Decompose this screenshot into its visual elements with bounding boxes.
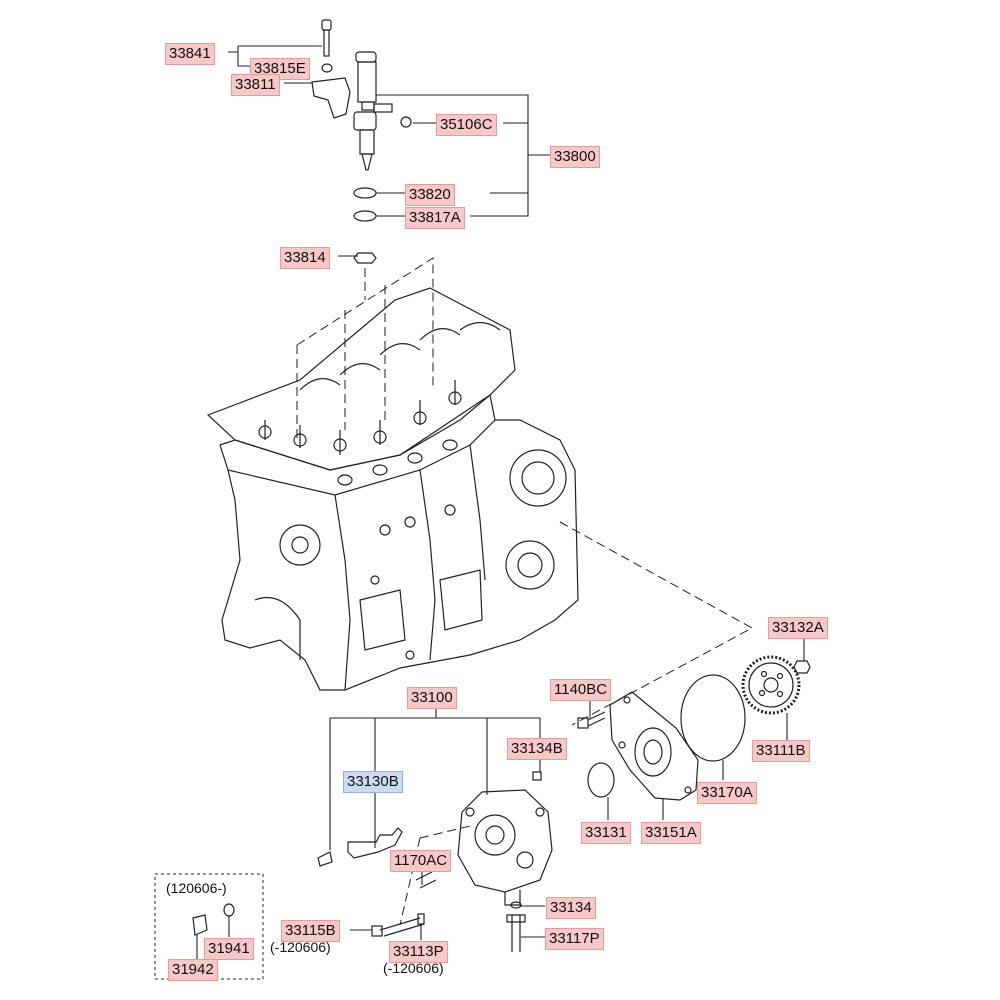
part-label-35106C[interactable]: 35106C	[436, 114, 497, 136]
high-pressure-pump	[192, 655, 811, 952]
part-label-33132A[interactable]: 33132A	[768, 617, 828, 639]
part-label-33814[interactable]: 33814	[280, 247, 330, 269]
date-range-note-33115B: (-120606)	[270, 939, 331, 955]
part-label-33134B[interactable]: 33134B	[507, 738, 567, 760]
part-label-33170A[interactable]: 33170A	[697, 782, 757, 804]
part-label-31941[interactable]: 31941	[204, 938, 254, 960]
part-label-1140BC[interactable]: 1140BC	[550, 679, 612, 701]
part-label-31942[interactable]: 31942	[168, 959, 218, 981]
injector-assembly	[311, 19, 412, 264]
part-label-33151A[interactable]: 33151A	[641, 822, 701, 844]
part-label-33820[interactable]: 33820	[405, 184, 455, 206]
part-label-33115B[interactable]: 33115B	[281, 920, 340, 942]
part-label-33130B[interactable]: 33130B	[343, 771, 403, 793]
date-range-note-box: (120606-)	[166, 880, 227, 896]
part-label-33131[interactable]: 33131	[581, 822, 631, 844]
part-label-33111B[interactable]: 33111B	[752, 740, 810, 762]
part-label-33134[interactable]: 33134	[546, 897, 596, 919]
date-range-note-33113P: (-120606)	[383, 960, 444, 976]
part-label-33811[interactable]: 33811	[231, 74, 280, 96]
part-label-33117P[interactable]: 33117P	[545, 928, 604, 950]
part-label-33841[interactable]: 33841	[165, 43, 215, 65]
part-label-1170AC[interactable]: 1170AC	[390, 850, 452, 872]
part-label-33100[interactable]: 33100	[407, 687, 457, 709]
part-label-33113P[interactable]: 33113P	[389, 941, 448, 963]
engine-block	[206, 287, 579, 691]
part-label-33817A[interactable]: 33817A	[405, 207, 465, 229]
part-label-33800[interactable]: 33800	[550, 146, 600, 168]
